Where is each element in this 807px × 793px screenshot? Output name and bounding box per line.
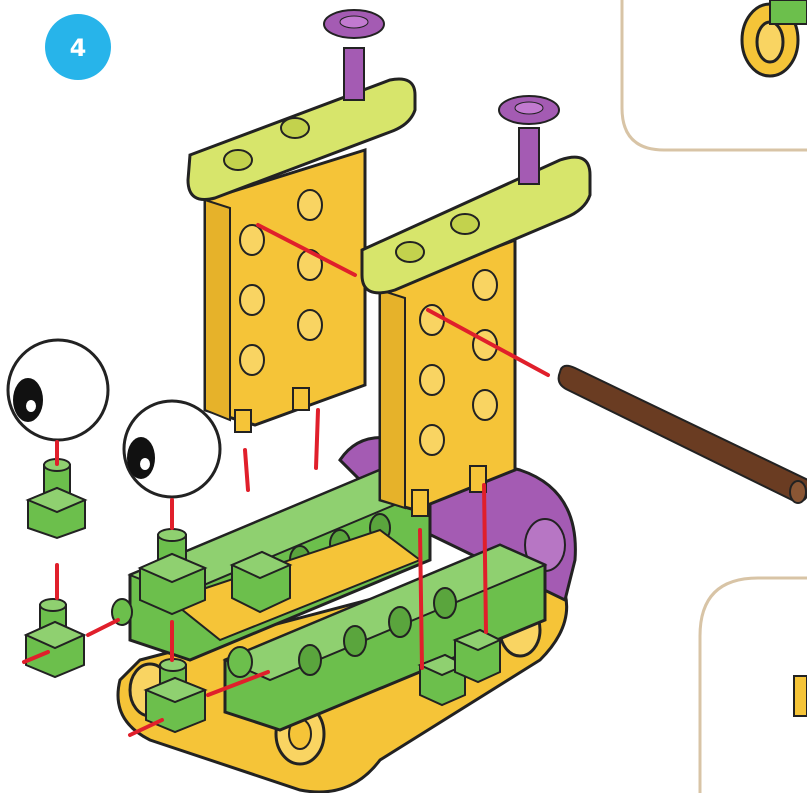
green-cube-front-right bbox=[455, 630, 500, 682]
green-peg-upper-left bbox=[28, 459, 85, 538]
brown-axle bbox=[559, 366, 807, 503]
guide-line bbox=[420, 530, 422, 668]
inset-top-part-icon bbox=[742, 0, 807, 76]
step-badge: 4 bbox=[45, 14, 111, 80]
guide-line bbox=[245, 450, 248, 490]
eyeball-right bbox=[124, 401, 220, 497]
inset-panel-bottom bbox=[700, 578, 807, 793]
green-peg-lower-left bbox=[26, 599, 84, 677]
inset-bottom-part-icon bbox=[794, 676, 807, 716]
guide-line bbox=[316, 410, 318, 468]
eyeball-left bbox=[8, 340, 108, 440]
tower-right bbox=[362, 96, 590, 516]
guide-line bbox=[484, 485, 486, 632]
guide-line bbox=[88, 620, 118, 635]
step-number: 4 bbox=[70, 34, 87, 62]
green-cube-center bbox=[232, 552, 290, 612]
green-peg-under-right-eye bbox=[140, 529, 205, 614]
inset-panel-top bbox=[622, 0, 807, 150]
